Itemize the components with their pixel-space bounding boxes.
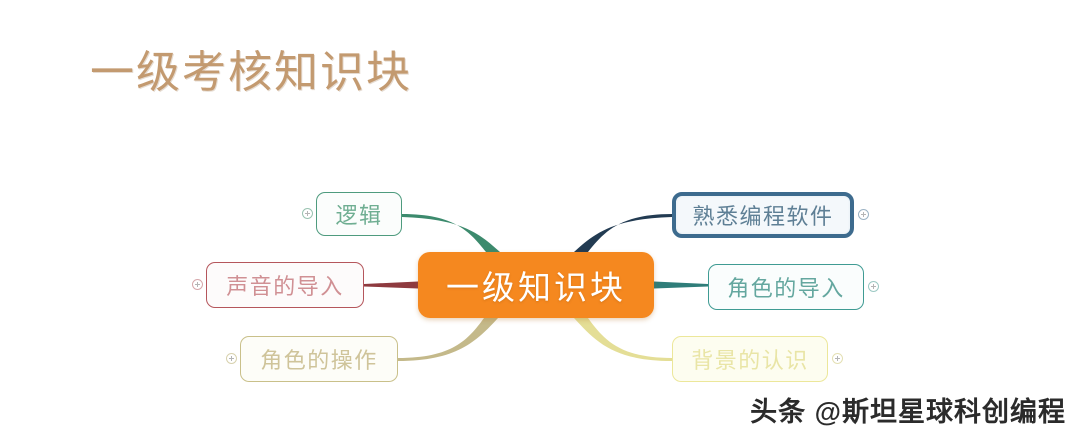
connector-software bbox=[574, 214, 672, 252]
branch-node-role-operation[interactable]: 角色的操作 bbox=[240, 336, 398, 382]
expand-icon-sound[interactable] bbox=[192, 279, 203, 290]
branch-node-role-import[interactable]: 角色的导入 bbox=[708, 264, 864, 310]
watermark: 头条 @斯坦星球科创编程 bbox=[750, 397, 1066, 427]
expand-icon-role-import[interactable] bbox=[868, 281, 879, 292]
expand-icon-logic[interactable] bbox=[302, 208, 313, 219]
expand-icon-role-operation[interactable] bbox=[226, 353, 237, 364]
connector-background bbox=[574, 318, 672, 361]
connector-role-operation bbox=[398, 318, 498, 361]
expand-icon-software[interactable] bbox=[858, 209, 869, 220]
connector-role-import bbox=[654, 281, 708, 289]
branch-node-sound[interactable]: 声音的导入 bbox=[206, 262, 364, 308]
page-title: 一级考核知识块 bbox=[90, 48, 412, 97]
central-node[interactable]: 一级知识块 bbox=[418, 252, 654, 318]
connector-logic bbox=[402, 214, 500, 252]
branch-node-background[interactable]: 背景的认识 bbox=[672, 336, 828, 382]
expand-icon-background[interactable] bbox=[832, 353, 843, 364]
branch-node-software[interactable]: 熟悉编程软件 bbox=[672, 192, 854, 238]
branch-node-logic[interactable]: 逻辑 bbox=[316, 192, 402, 236]
connector-sound bbox=[364, 281, 418, 289]
